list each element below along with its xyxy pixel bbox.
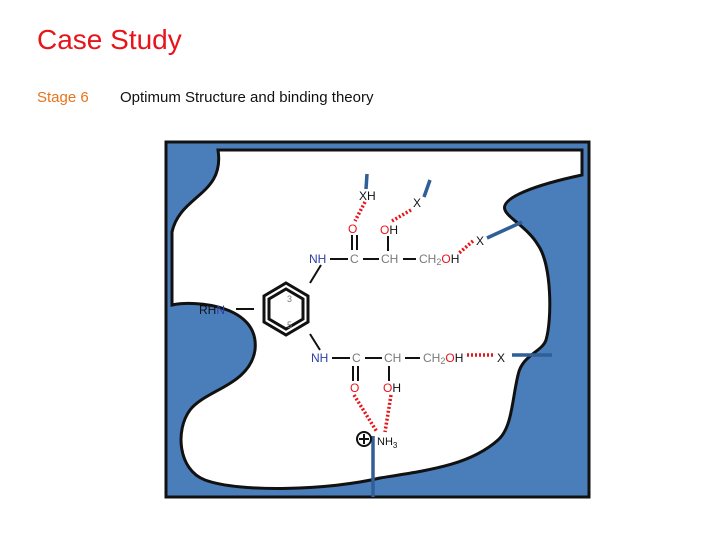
xh-stick [364,173,369,190]
lower-carbonyl-o: O [350,381,359,395]
slide-subtitle: Optimum Structure and binding theory [120,89,374,106]
binding-pocket [170,148,584,490]
ring-position-3: 3 [287,294,292,304]
rhn-label: RHN [199,303,225,317]
hbond-x-ch2oh-upper [456,239,475,256]
lower-ch: CH [384,351,401,365]
xh-label: XH [359,189,376,203]
upper-ch: CH [381,252,398,266]
upper-nh: NH [309,252,326,266]
x-top-stick [422,179,432,198]
nh3-label: NH3 [377,436,398,450]
lower-ch2oh: CH2OH [423,351,463,366]
lower-nh: NH [311,351,328,365]
hbond-xh-carbonyl [353,201,367,222]
lower-hydroxyl: OH [383,381,401,395]
slide-title: Case Study [37,24,182,55]
x-right-label: X [476,234,484,248]
upper-hydroxyl: OH [380,223,398,237]
binding-site-frame [164,140,591,499]
benzene-ring [262,281,310,337]
ring-position-5: 5 [287,320,292,330]
upper-ch2oh: CH2OH [419,252,459,267]
hbond-nh3-carbonyl [352,394,379,433]
x-top-label: X [413,196,421,210]
lower-c: C [352,351,361,365]
upper-carbonyl-o: O [348,222,357,236]
stage-label: Stage 6 [37,89,89,106]
x-right-stick [486,220,523,240]
x-lower-label: X [497,351,505,365]
upper-c: C [350,252,359,266]
benzene-ring-inner [267,287,305,331]
